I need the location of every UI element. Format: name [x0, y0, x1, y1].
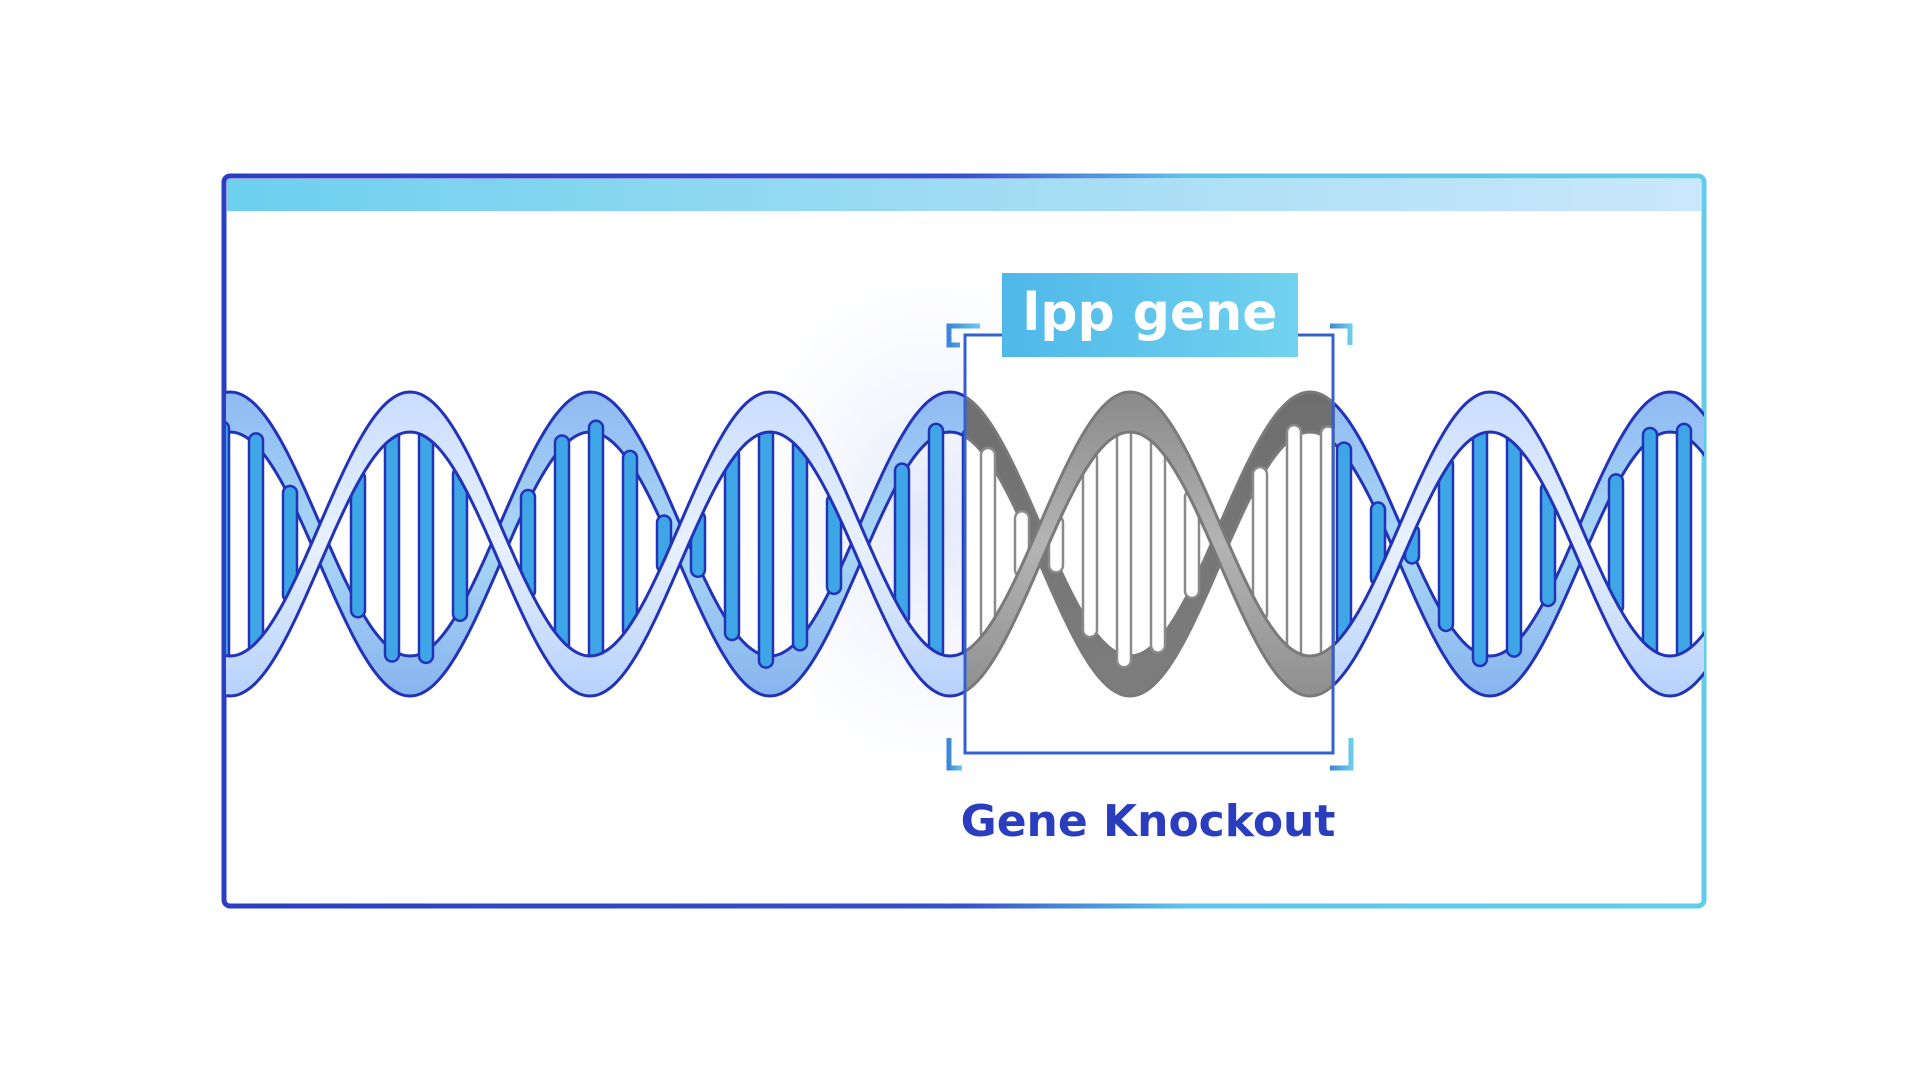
- dna-base-pair: [1437, 455, 1455, 633]
- dna-base-pair: [791, 436, 809, 652]
- gene-label: lpp gene: [1002, 273, 1298, 357]
- dna-base-pair: [621, 449, 639, 639]
- bracket-bottom-right: [1330, 738, 1354, 771]
- knockout-base-pair: [1115, 419, 1133, 669]
- dna-base-pair: [1675, 422, 1693, 666]
- knockout-base-pair: [1149, 434, 1167, 654]
- dna-base-pair: [757, 419, 775, 669]
- dna-base-pair: [927, 422, 945, 666]
- dna-base-pair: [181, 454, 195, 634]
- knockout-base-pair: [1285, 423, 1303, 665]
- dna-base-pair: [723, 446, 741, 642]
- dna-base-pair: [147, 520, 161, 568]
- dna-front-strand: [226, 390, 1704, 698]
- dna-base-pair: [226, 421, 231, 667]
- knockout-base-pair: [1081, 449, 1099, 639]
- knocked-out-gene-segment: [965, 335, 1335, 755]
- bracket-top-left: [946, 323, 980, 348]
- dna-base-pair: [383, 425, 401, 663]
- dna-base-pair: [1471, 420, 1489, 668]
- selection-brackets: [946, 323, 1354, 771]
- dna-base-pair: [893, 462, 911, 626]
- gene-label-text: lpp gene: [1022, 283, 1277, 343]
- dna-base-pair: [553, 434, 571, 654]
- bracket-top-right: [1330, 323, 1353, 345]
- dna-base-pair: [1711, 464, 1725, 625]
- knockout-caption: Gene Knockout: [961, 796, 1336, 847]
- dna-base-pair: [247, 432, 265, 656]
- dna-base-pair: [1505, 430, 1523, 658]
- dna-base-pair: [417, 423, 435, 665]
- knockout-base-pair: [979, 446, 997, 642]
- gene-label-background: [1002, 273, 1298, 357]
- panel-header-bar: [227, 179, 1701, 211]
- knockout-front-strand: [965, 390, 1335, 698]
- dna-base-pair: [587, 419, 605, 669]
- dna-base-pair: [1335, 441, 1353, 647]
- knockout-region: [946, 323, 1354, 771]
- bracket-bottom-left: [946, 738, 962, 771]
- dna-base-pair: [1641, 426, 1659, 662]
